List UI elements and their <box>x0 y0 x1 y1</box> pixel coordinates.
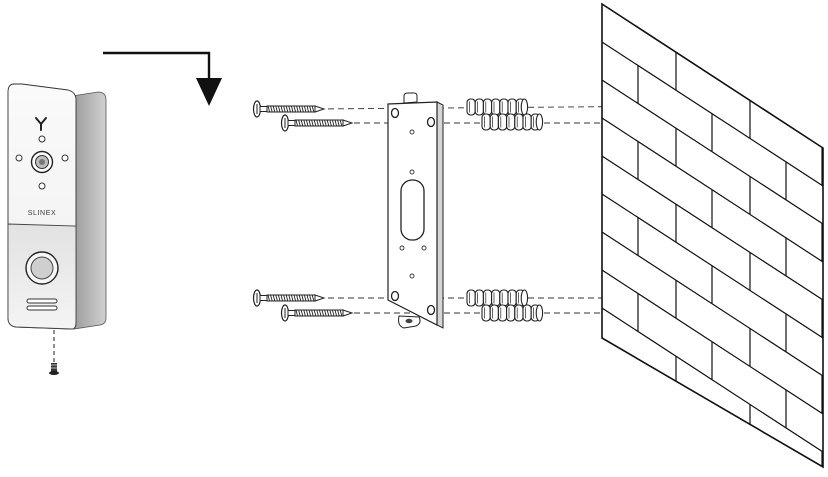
mounting-direction-arrow-icon <box>103 51 222 106</box>
speaker-grille-icon-2 <box>26 305 58 311</box>
mortar-line <box>602 307 823 453</box>
mounting-screws <box>252 100 354 322</box>
mortar-line <box>602 79 823 225</box>
ir-sensor-right-icon <box>61 154 69 162</box>
mortar-line <box>602 231 823 377</box>
wall-plug-icon <box>466 98 529 116</box>
brand-label: SLINEX <box>28 210 57 217</box>
screw-icon <box>280 114 354 132</box>
wall-plug-icon <box>481 113 544 131</box>
screw-icon <box>252 289 326 307</box>
mounting-bracket <box>387 92 444 329</box>
bracket-small-holes <box>399 129 427 279</box>
wall-plug-icon <box>466 289 529 307</box>
microphone-icon <box>38 182 46 190</box>
logo-icon <box>35 117 47 131</box>
screw-icon <box>280 304 354 322</box>
bracket-holes <box>390 107 436 316</box>
camera-lens-icon <box>30 150 54 174</box>
wall-plug-icon <box>481 304 544 322</box>
bottom-screw-icon <box>49 330 59 375</box>
bracket-top-tab <box>403 92 418 104</box>
wall-outline <box>601 2 824 469</box>
call-button-icon <box>25 251 59 285</box>
screw-icon <box>252 100 326 118</box>
ir-sensor-left-icon <box>15 154 23 162</box>
doorbell-device: SLINEX <box>7 83 107 330</box>
bracket-center-slot <box>400 179 425 241</box>
bracket-edge <box>436 101 444 329</box>
led-indicator-icon <box>38 135 46 143</box>
speaker-grille-icon <box>26 298 58 304</box>
mortar-line <box>602 155 823 301</box>
brick-wall <box>601 2 824 469</box>
device-side-panel <box>71 91 107 330</box>
wall-plugs <box>466 98 544 322</box>
